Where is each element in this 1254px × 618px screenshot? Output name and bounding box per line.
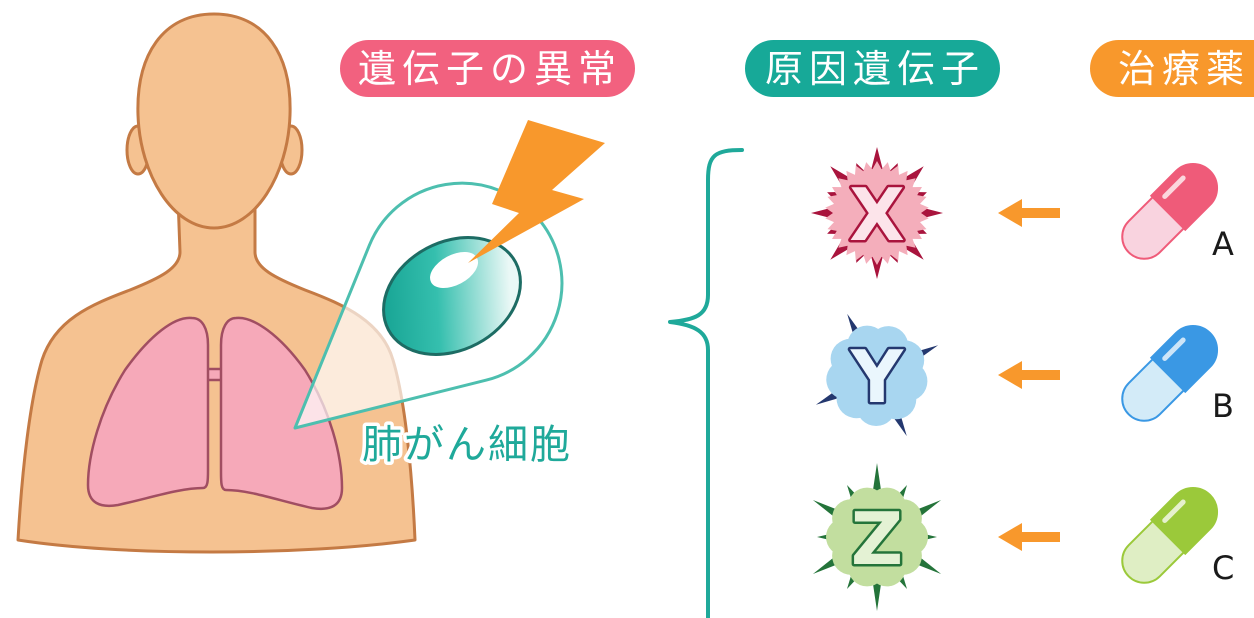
drug-a-label: A [1212,225,1234,263]
badge-gene-abnormality: 遺伝子の異常 [340,40,635,97]
badge-causal-gene-label: 原因遺伝子 [765,47,985,91]
cancer-cell-icon [382,236,522,356]
arrow-left-icon [998,361,1060,389]
badge-gene-abnormality-label: 遺伝子の異常 [358,47,622,91]
capsule-b-highlight [1162,337,1186,361]
gene-z-cloud [826,487,928,587]
capsule-c-cap [1149,486,1219,556]
badge-treatment: 治療薬 [1090,40,1254,97]
arrow-left-icon [998,523,1060,551]
lung-cancer-cell-label: 肺がん細胞 [362,422,572,468]
capsule-b-cap [1149,324,1219,394]
capsule-c-icon [1121,486,1219,584]
badge-treatment-label: 治療薬 [1118,47,1250,91]
gene-y-letter: Y [850,335,904,419]
gene-z-letter: Z [851,497,903,581]
arrow-left-icon [998,199,1060,227]
capsule-b-icon [1121,324,1219,422]
drug-c-label: C [1212,549,1234,587]
capsule-a-icon [1121,162,1219,260]
lungs-icon [86,316,344,510]
person-figure [16,12,417,554]
capsule-c-highlight [1162,499,1186,523]
right-lung [219,316,344,510]
badge-causal-gene-bg [745,40,1000,97]
gene-y-cloud [826,325,928,426]
cloud-puff [883,499,922,538]
badge-causal-gene: 原因遺伝子 [745,40,1000,97]
head [136,12,292,230]
lightning-icon [468,120,605,263]
cell-callout: 肺がん細胞 [293,120,605,472]
capsule-a-cap [1149,162,1219,232]
gene-x-letter: X [849,173,905,257]
drug-b-label: B [1212,387,1234,425]
curly-brace [668,148,744,618]
gene-x-icon: X [811,147,943,279]
cell-body [382,236,522,356]
badge-treatment-bg [1090,40,1254,97]
badge-gene-abnormality-bg [340,40,635,97]
capsule-a-highlight [1162,175,1186,199]
gene-y-icon: Y [815,313,939,437]
left-lung [86,316,210,507]
gene-x-body [825,161,929,265]
cell-highlight [430,251,479,289]
gene-z-icon: Z [812,463,942,611]
cloud-puff [884,340,925,381]
